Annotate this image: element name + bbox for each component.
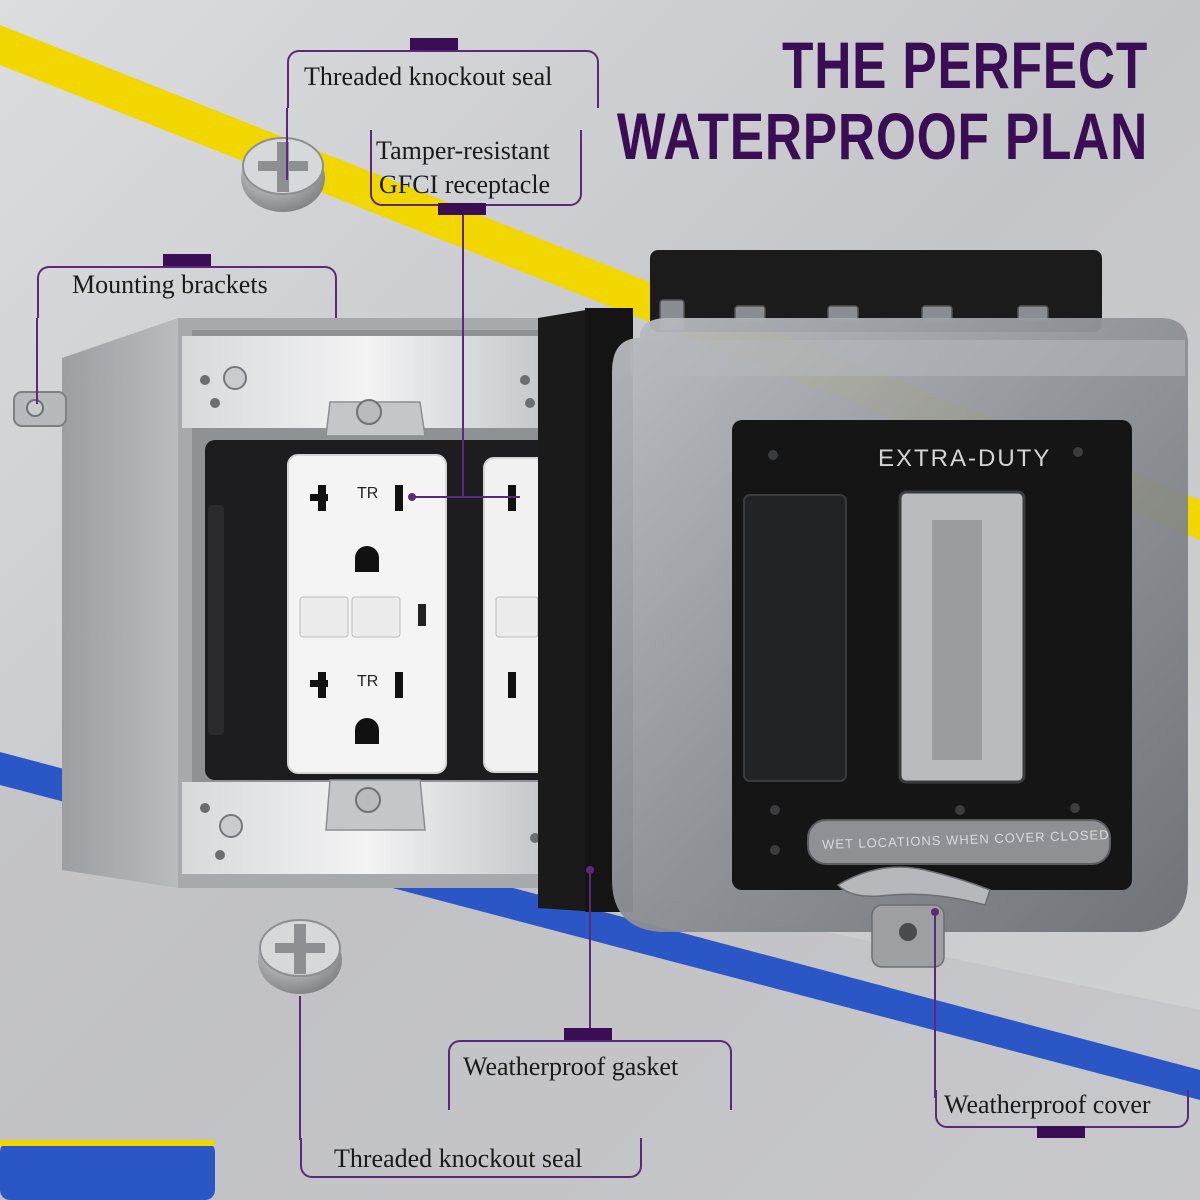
callout-frame-knockout-bottom [300, 1138, 642, 1178]
callout-tab [163, 254, 211, 266]
callout-tab [410, 38, 458, 50]
knockout-seal-top [241, 137, 325, 212]
callout-weatherproof-cover: Weatherproof cover [944, 1090, 1151, 1119]
callout-tab [1037, 1126, 1085, 1138]
callout-gfci-line-2: GFCI receptacle [379, 170, 551, 199]
headline-line-2: WATERPROOF PLAN [616, 98, 1148, 173]
callout-mounting-brackets: Mounting brackets [72, 270, 268, 299]
knockout-seal-bottom [258, 919, 342, 994]
headline: THE PERFECT WATERPROOF PLAN [617, 30, 1148, 171]
headline-line-1: THE PERFECT [781, 28, 1148, 102]
tr-mark-lower: TR [357, 673, 379, 690]
callout-gfci-line-1: Tamper-resistant [376, 136, 550, 165]
tr-mark: TR [357, 485, 379, 502]
callout-frame-knockout-top [287, 50, 599, 108]
cover-brand-text: EXTRA-DUTY [878, 445, 1052, 472]
gfci-receptacle [205, 399, 535, 831]
weatherproof-gasket [538, 308, 598, 912]
callout-leaders [36, 108, 936, 1140]
callout-frame-brackets [37, 266, 337, 318]
weatherproof-cover [612, 250, 1189, 968]
callout-tab [564, 1028, 612, 1040]
callout-knockout-seal-top: Threaded knockout seal [304, 62, 553, 91]
callout-frame-gasket [448, 1040, 732, 1110]
callout-weatherproof-gasket: Weatherproof gasket [463, 1052, 679, 1081]
callout-knockout-seal-bottom: Threaded knockout seal [334, 1144, 583, 1173]
callout-tab [438, 203, 486, 215]
